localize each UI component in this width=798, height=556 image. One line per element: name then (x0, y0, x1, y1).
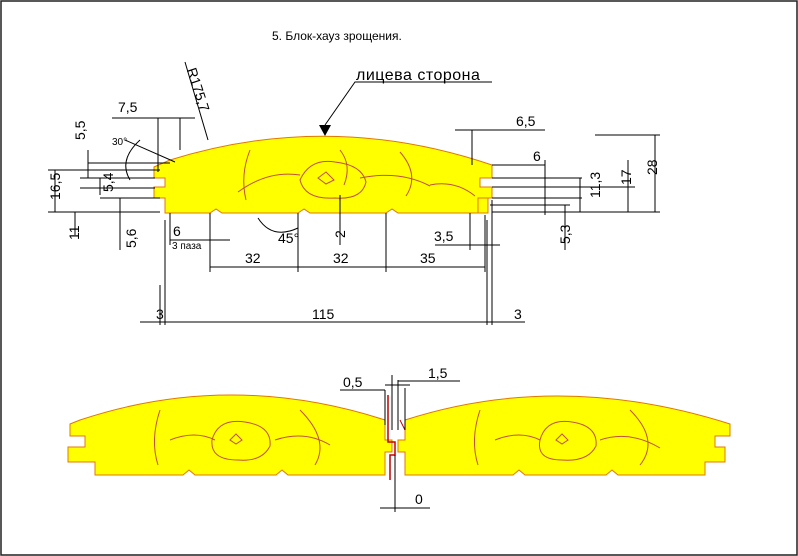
slots-note: 3 паза (172, 241, 202, 252)
dim-5-5: 5,5 (72, 120, 88, 140)
dim-0-5: 0,5 (343, 374, 363, 390)
dim-32-second: 32 (333, 250, 349, 266)
dim-16-5: 16,5 (47, 173, 63, 200)
dim-28: 28 (644, 159, 660, 175)
dim-2: 2 (332, 230, 348, 238)
dim-3-right: 3 (514, 306, 522, 322)
drawing-title: 5. Блок-хауз зрощения. (272, 29, 402, 43)
face-side-label: лицева сторона (356, 67, 480, 84)
dim-7-5: 7,5 (118, 99, 138, 115)
joint-dimension-lines (340, 375, 460, 512)
dim-5-4: 5,4 (100, 172, 116, 192)
angle-45-label: 45° (278, 230, 299, 246)
dim-5-3: 5,3 (557, 224, 573, 244)
dim-3-left: 3 (156, 306, 164, 322)
board-profile-main (153, 125, 493, 214)
dim-1-5: 1,5 (428, 365, 448, 381)
radius-label: R175,7 (184, 66, 213, 114)
dim-35: 35 (420, 250, 436, 266)
dim-6-left: 6 (173, 223, 181, 239)
dimension-lines (48, 61, 660, 325)
tongue-groove-right (477, 197, 489, 214)
dim-3-5: 3,5 (434, 228, 454, 244)
joint-tick (399, 419, 406, 431)
wood-grain-bottom (154, 409, 661, 466)
dim-5-6: 5,6 (123, 228, 139, 248)
dim-6-right: 6 (533, 148, 541, 164)
dim-11-3: 11,3 (587, 172, 603, 198)
dim-115: 115 (312, 306, 335, 322)
face-marker-icon (319, 125, 331, 136)
angle-30-label: 30° (112, 137, 127, 148)
dim-6-5: 6,5 (516, 113, 536, 129)
dim-11: 11 (66, 225, 82, 240)
dim-17: 17 (618, 169, 634, 185)
joint-gap (387, 395, 396, 480)
joined-boards (67, 394, 731, 480)
dim-0: 0 (415, 491, 423, 507)
wood-grain (237, 149, 476, 201)
dim-32-first: 32 (245, 250, 261, 266)
board-left (67, 394, 393, 476)
